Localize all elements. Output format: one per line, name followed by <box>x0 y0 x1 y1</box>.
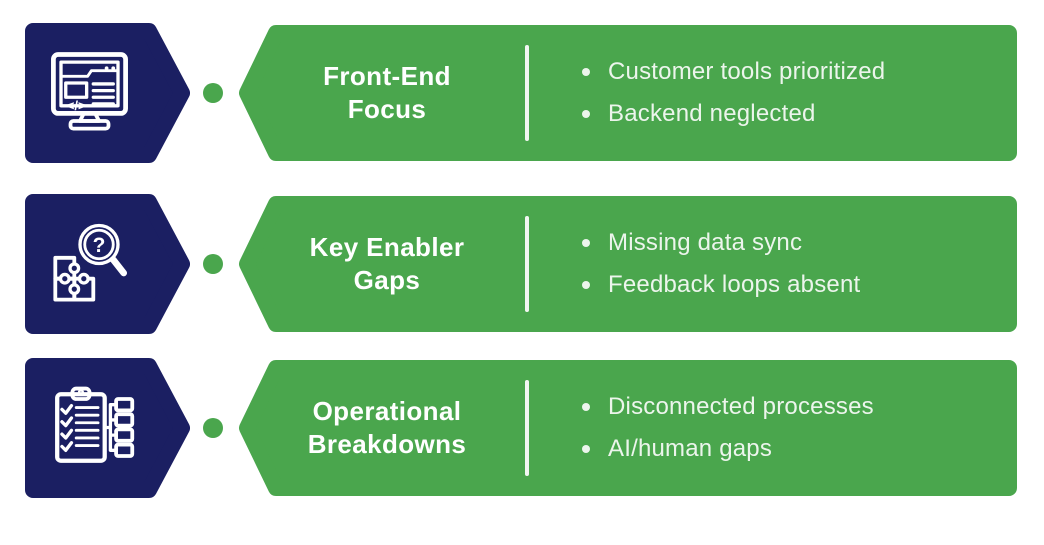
connector-dot <box>203 83 223 103</box>
banner-title: Front-End Focus <box>267 25 507 161</box>
bullet-text: Backend neglected <box>608 100 816 127</box>
bullet-text: Disconnected processes <box>608 393 874 420</box>
bullet-list: Customer tools prioritized Backend negle… <box>582 25 997 161</box>
vertical-divider <box>525 216 529 312</box>
banner-front-end-focus: Front-End Focus Customer tools prioritiz… <box>237 25 1017 161</box>
svg-text:?: ? <box>93 234 106 257</box>
bullet-dot-icon <box>582 68 590 76</box>
banner-title: Operational Breakdowns <box>267 360 507 496</box>
bullet-item: Feedback loops absent <box>582 270 997 300</box>
magnifier-puzzle-icon: ? <box>53 223 128 302</box>
bullet-item: Customer tools prioritized <box>582 57 997 87</box>
vertical-divider <box>525 45 529 141</box>
vertical-divider <box>525 380 529 476</box>
bullet-text: Customer tools prioritized <box>608 58 886 85</box>
green-banner-shape <box>239 360 1017 496</box>
banner-key-enabler-gaps: Key Enabler Gaps Missing data sync Feedb… <box>237 196 1017 332</box>
checklist-flowchart-icon <box>55 386 135 463</box>
bullet-dot-icon <box>582 445 590 453</box>
svg-text:</>: </> <box>67 98 86 113</box>
code-monitor-icon: </> <box>51 52 128 131</box>
diagram-row-key-enabler-gaps: ? Key Enabler Gaps Missing data sync <box>0 194 1044 334</box>
bullet-list: Missing data sync Feedback loops absent <box>582 196 997 332</box>
banner-title-line1: Key Enabler <box>309 232 465 262</box>
navy-arrow-shape <box>25 194 190 334</box>
connector-dot <box>203 254 223 274</box>
bullet-item: Disconnected processes <box>582 392 997 422</box>
icon-pentagon: </> <box>25 23 190 163</box>
green-banner-shape <box>239 196 1017 332</box>
bullet-text: AI/human gaps <box>608 435 773 462</box>
diagram-row-front-end-focus: </> Front-End Focus Customer tools prior… <box>0 23 1044 163</box>
banner-title-line2: Gaps <box>353 265 421 295</box>
banner-title-line2: Breakdowns <box>307 429 467 459</box>
banner-operational-breakdowns: Operational Breakdowns Disconnected proc… <box>237 360 1017 496</box>
bullet-dot-icon <box>582 403 590 411</box>
connector-dot <box>203 418 223 438</box>
green-banner-shape <box>239 25 1017 161</box>
banner-title: Key Enabler Gaps <box>267 196 507 332</box>
banner-title-line2: Focus <box>347 94 427 124</box>
bullet-text: Feedback loops absent <box>608 271 861 298</box>
icon-pentagon: ? <box>25 194 190 334</box>
bullet-item: AI/human gaps <box>582 434 997 464</box>
bullet-dot-icon <box>582 110 590 118</box>
diagram-row-operational-breakdowns: Operational Breakdowns Disconnected proc… <box>0 358 1044 498</box>
icon-pentagon <box>25 358 190 498</box>
banner-title-line1: Front-End <box>323 61 451 91</box>
bullet-list: Disconnected processes AI/human gaps <box>582 360 997 496</box>
bullet-dot-icon <box>582 281 590 289</box>
bullet-item: Backend neglected <box>582 99 997 129</box>
bullet-text: Missing data sync <box>608 229 803 256</box>
banner-title-line1: Operational <box>312 396 462 426</box>
bullet-dot-icon <box>582 239 590 247</box>
bullet-item: Missing data sync <box>582 228 997 258</box>
